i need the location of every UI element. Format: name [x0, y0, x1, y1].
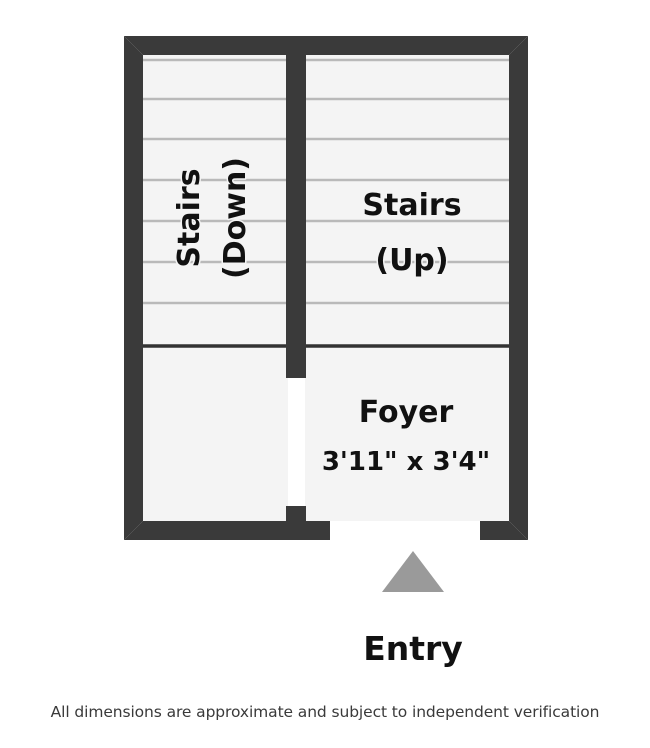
wall-bottom-left — [124, 521, 330, 540]
foyer-dimensions: 3'11" x 3'4" — [322, 447, 490, 477]
stairs-up-label: Stairs — [362, 188, 461, 223]
stairs-up-sublabel: (Up) — [375, 243, 448, 278]
entry-label: Entry — [363, 629, 463, 668]
wall-middle-lower-stub — [286, 506, 306, 540]
interior-door-opening — [288, 378, 305, 506]
wall-right — [509, 36, 528, 540]
stair-treads-down — [143, 58, 287, 305]
floor-fill — [124, 36, 528, 540]
stairs-down-sublabel: (Down) — [218, 157, 253, 279]
wall-bottom-right — [480, 521, 528, 540]
wall-top — [124, 36, 528, 55]
room-label-foyer: Foyer 3'11" x 3'4" — [320, 394, 491, 479]
triangle-up-icon — [382, 551, 444, 592]
foyer-label: Foyer — [359, 395, 454, 430]
entry-door-opening — [330, 521, 480, 540]
stair-treads-up — [305, 58, 509, 305]
disclaimer-note: All dimensions are approximate and subje… — [50, 703, 600, 721]
wall-middle-upper — [286, 36, 306, 378]
wall-left — [124, 36, 143, 540]
room-label-stairs-up: Stairs (Up) — [361, 187, 463, 280]
stairs-down-label: Stairs — [172, 168, 207, 267]
room-label-stairs-down: Stairs (Down) — [171, 155, 255, 280]
